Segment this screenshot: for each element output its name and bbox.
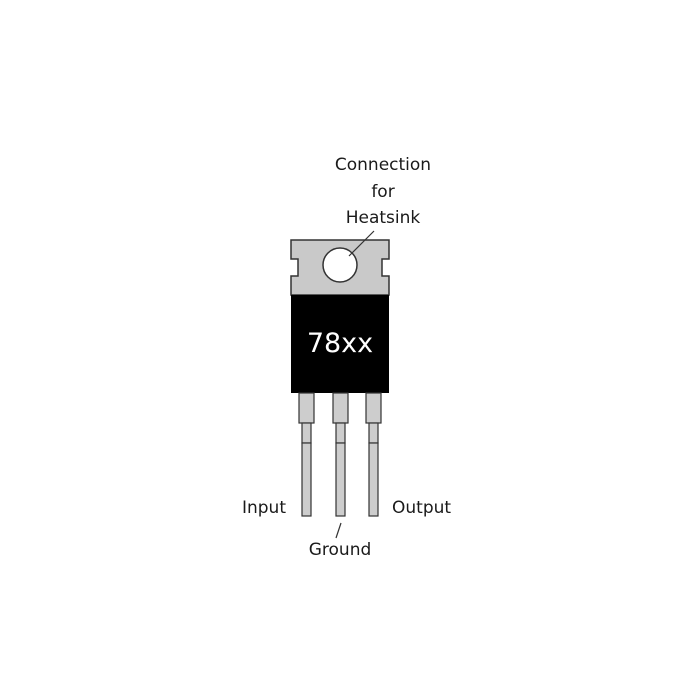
package-body: [291, 295, 389, 393]
input-pin-label: Input: [242, 498, 286, 518]
heatsink-label-line-3: Heatsink: [346, 208, 421, 228]
part-number-label: 78xx: [307, 328, 373, 359]
mounting-hole: [322, 247, 358, 283]
heatsink-leader-line: [348, 230, 375, 257]
ground-lead: [332, 392, 349, 517]
heatsink-label-line-2: for: [371, 182, 394, 202]
ground-leader-line: [335, 522, 342, 539]
ground-pin-label: Ground: [309, 540, 372, 560]
input-lead: [298, 392, 315, 517]
output-pin-label: Output: [392, 498, 451, 518]
output-lead: [365, 392, 382, 517]
heatsink-label-line-1: Connection: [335, 155, 431, 175]
